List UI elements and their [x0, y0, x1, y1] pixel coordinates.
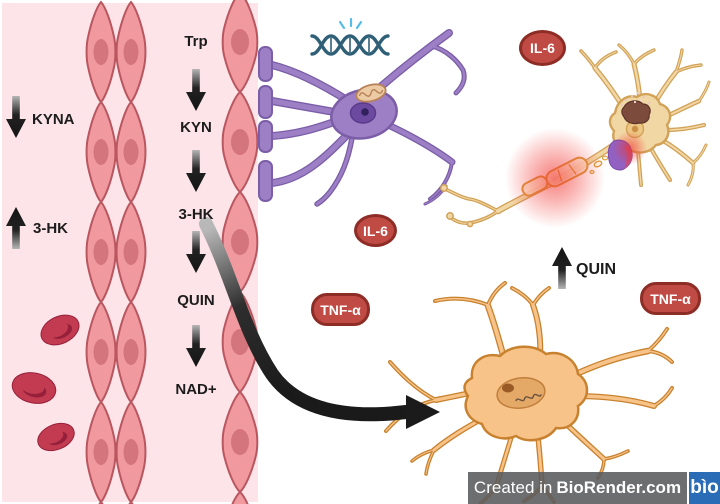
pathway-step-nad: NAD+ [175, 381, 217, 398]
pathway-step-3hk: 3-HK [178, 206, 214, 223]
dna-squiggle-icon [515, 393, 542, 402]
astrocyte-endfeet [258, 46, 273, 202]
amyloid-plaque-icon [620, 91, 651, 125]
tnf-badge: TNF-α [311, 293, 370, 326]
inflammation-glow [613, 131, 647, 165]
nucleolus [361, 108, 369, 116]
inflammation-glow [505, 128, 605, 228]
biorender-watermark: Created in BioRender.com bìo [468, 472, 720, 504]
endothelial-cell-wall [85, 0, 259, 504]
pathway-step-quin: QUIN [177, 292, 215, 309]
nucleolus [502, 383, 514, 393]
il6-badge: IL-6 [354, 214, 397, 247]
biorender-logo-icon: bìo [689, 472, 720, 504]
red-blood-cell-icon [37, 422, 75, 452]
il6-badge: IL-6 [519, 30, 566, 66]
quin-increase-arrow [552, 247, 572, 289]
red-blood-cell-icon [11, 372, 57, 404]
watermark-text: Created in BioRender.com [468, 472, 687, 504]
astrocyte-with-endfeet [258, 29, 467, 207]
sparkle-icon [338, 17, 363, 30]
pathway-step-kyn: KYN [180, 119, 212, 136]
tnf-badge: TNF-α [640, 282, 701, 315]
watermark-prefix: Created in [473, 478, 553, 497]
quin-transfer-arrow [199, 217, 440, 429]
red-blood-cell-icon [40, 314, 80, 346]
vessel-label-3hk: 3-HK [33, 220, 69, 237]
quin-increase-label: QUIN [576, 261, 616, 278]
dna-damage-icon [310, 17, 390, 56]
vessel-label-kyna: KYNA [32, 111, 75, 128]
pathway-step-trp: Trp [184, 33, 208, 50]
red-blood-cells [11, 314, 80, 452]
watermark-brand: BioRender.com [556, 478, 682, 497]
damaged-neuron [440, 43, 711, 228]
activated-astrocyte [384, 281, 674, 504]
damaged-mitochondria-icon [355, 83, 387, 103]
nucleolus [631, 125, 639, 133]
